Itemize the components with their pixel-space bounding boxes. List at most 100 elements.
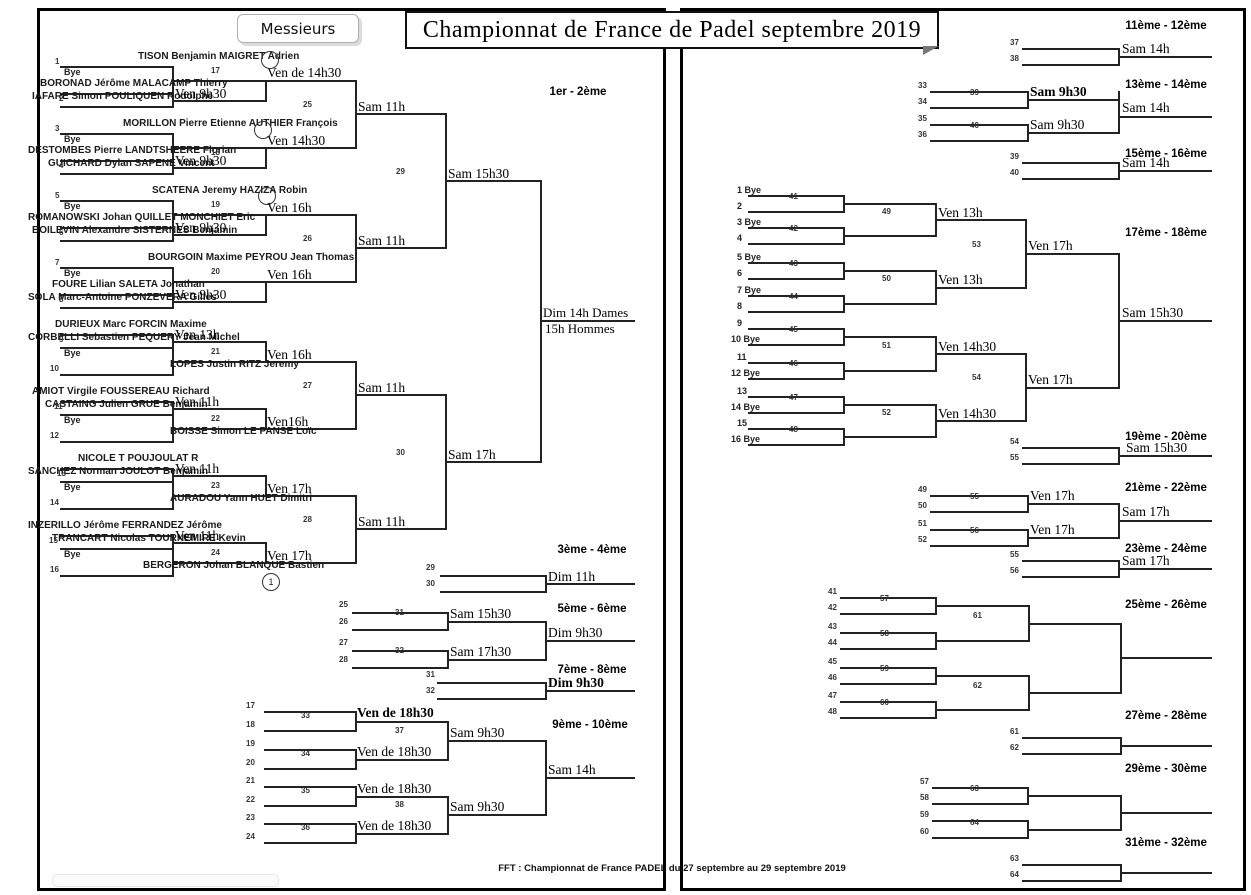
bracket-line [265, 79, 355, 82]
match-number: 20 [211, 267, 220, 276]
match-time: Ven 13h [938, 272, 983, 287]
placement-header: 11ème - 12ème [1125, 20, 1207, 32]
left-page-panel [37, 8, 666, 891]
match-time: Ven 17h [1028, 238, 1073, 253]
match-time: Ven 14h30 [267, 133, 326, 148]
bracket-line [935, 404, 937, 438]
bracket-line [1118, 252, 1120, 389]
bracket-line [545, 620, 547, 661]
bracket-line [445, 180, 540, 182]
match-number: 7 [55, 258, 60, 267]
slot-label: 6 [737, 268, 743, 278]
bracket-line [447, 795, 449, 835]
match-number: 44 [828, 638, 837, 647]
match-time: Ven 17h [1030, 488, 1075, 503]
match-number: 33 [918, 81, 927, 90]
bracket-line [1027, 99, 1118, 101]
bracket-line [1025, 353, 1027, 422]
bracket-line [1120, 795, 1122, 831]
match-number: 46 [789, 359, 798, 368]
placement-header: 5ème - 6ème [557, 603, 627, 615]
bracket-line [748, 278, 843, 280]
bracket-line [748, 396, 843, 398]
match-time: Sam 15h30 [448, 166, 510, 181]
bracket-line [355, 758, 447, 761]
match-number: 26 [339, 617, 348, 626]
bracket-line [930, 140, 1027, 142]
team-name: BOURGOIN Maxime PEYROU Jean Thomas [148, 252, 355, 263]
bracket-line [1022, 178, 1118, 180]
bracket-line [265, 280, 267, 303]
match-number: 64 [1010, 870, 1019, 879]
match-number: 55 [1010, 550, 1019, 559]
bracket-line [440, 591, 545, 593]
match-number: 28 [303, 515, 312, 524]
bracket-line [840, 632, 935, 634]
bracket-line [935, 597, 937, 615]
bracket-line [60, 307, 172, 309]
bracket-line [355, 823, 357, 844]
slot-label: 11 [737, 352, 747, 362]
bracket-line [447, 658, 545, 661]
match-number: 1 [55, 57, 60, 66]
match-number: 38 [395, 800, 404, 809]
team-name: BERGERON Johan BLANQUE Bastien [143, 560, 325, 571]
bracket-line [748, 243, 843, 245]
bracket-line [60, 160, 172, 162]
bracket-line [60, 374, 172, 376]
bracket-line [172, 280, 265, 283]
bracket-line [1027, 820, 1029, 839]
match-number: 42 [828, 603, 837, 612]
bracket-line [1022, 753, 1120, 755]
match-number: 49 [918, 485, 927, 494]
bracket-line [1028, 692, 1120, 694]
bracket-line [930, 545, 1027, 547]
bracket-line [1027, 503, 1118, 505]
bracket-line [60, 441, 172, 443]
bracket-line [265, 541, 267, 564]
bracket-line [748, 195, 843, 197]
bracket-line [840, 701, 935, 703]
bracket-line [265, 360, 355, 363]
bracket-line [1027, 828, 1120, 831]
match-time: Sam 15h30 [450, 606, 512, 621]
match-time: Sam 9h30 [450, 725, 505, 740]
match-number: 61 [973, 611, 982, 620]
bracket-line [545, 739, 547, 816]
bracket-line [60, 133, 172, 135]
bracket-line [447, 650, 449, 669]
bracket-line [447, 739, 545, 742]
match-number: 39 [1010, 152, 1019, 161]
team-name: INZERILLO Jérôme FERRANDEZ Jérôme [28, 520, 222, 531]
match-time: Ven 9h30 [175, 287, 227, 302]
match-number: 18 [211, 148, 220, 157]
bracket-line [60, 294, 172, 296]
bracket-line [932, 787, 1027, 789]
match-time: Ven 17h [267, 548, 312, 563]
bracket-line [545, 682, 547, 700]
match-time: Sam 9h30 [450, 799, 505, 814]
bracket-line [1027, 537, 1118, 539]
bracket-line [60, 267, 172, 269]
bracket-line [843, 195, 845, 213]
match-number: 34 [918, 97, 927, 106]
slot-label: 5 Bye [737, 252, 762, 262]
bracket-line [355, 360, 357, 430]
bracket-line [1022, 880, 1120, 882]
bracket-line [935, 675, 1028, 677]
match-time: Sam 11h [358, 514, 406, 529]
horizontal-scrollbar[interactable] [52, 874, 279, 887]
match-time: Ven 16h [267, 267, 312, 282]
placement-header: 3ème - 4ème [557, 544, 627, 556]
bracket-line [843, 362, 845, 380]
bracket-line [840, 717, 935, 719]
footer-note: FFT : Championnat de France PADEL du 27 … [498, 863, 846, 874]
match-number: 11 [54, 402, 63, 411]
bracket-line [447, 620, 545, 623]
bracket-line [1118, 91, 1120, 134]
bracket-line [265, 427, 355, 430]
match-number: 28 [339, 655, 348, 664]
bracket-line [748, 444, 843, 446]
match-number: 52 [882, 408, 891, 417]
match-time: Sam 17h [1122, 504, 1170, 519]
